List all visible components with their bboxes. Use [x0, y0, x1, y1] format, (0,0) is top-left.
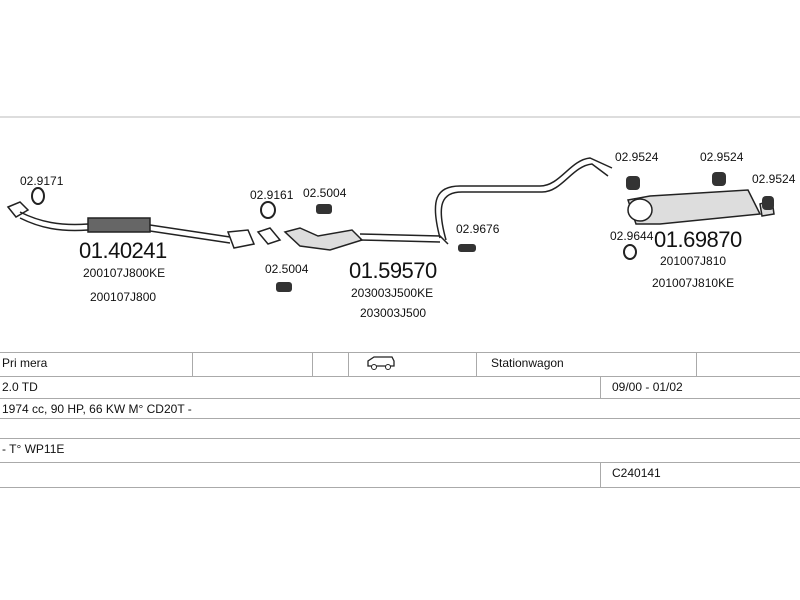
gasket-02-9161 [260, 201, 276, 219]
catalog-number: C240141 [612, 466, 661, 480]
part-code: 200107J800 [90, 290, 157, 304]
middle-silencer [283, 227, 364, 251]
part-number: 01.69870 [654, 227, 742, 252]
front-pipe [6, 201, 256, 249]
mount-02-5004-lower [276, 282, 292, 292]
mount-02-9524-c [762, 196, 774, 210]
ref-label: 02.9524 [615, 150, 659, 164]
part-number: 01.59570 [349, 258, 437, 283]
mount-02-9524-b [712, 172, 726, 186]
middle-section [256, 227, 449, 251]
gasket-02-9171 [31, 187, 45, 205]
engine: 2.0 TD [2, 380, 38, 394]
transmission: - T° WP11E [2, 442, 65, 456]
ref-label: 02.9161 [250, 188, 294, 202]
part-code: 203003J500 [360, 306, 427, 320]
table-row [0, 418, 800, 439]
mount-02-5004-upper [316, 204, 332, 214]
mid-pipe-2 [359, 239, 441, 243]
gasket-02-9644 [623, 244, 637, 260]
front-rear-flange [226, 229, 256, 249]
ref-label: 02.5004 [303, 186, 347, 200]
table-row: - T° WP11E [0, 438, 800, 463]
rear-pipe-2 [440, 163, 609, 241]
model-name: Pri mera [2, 356, 48, 370]
table-row: 1974 cc, 90 HP, 66 KW M° CD20T - [0, 398, 800, 419]
part-code: 200107J800KE [83, 266, 166, 280]
ref-label: 02.9171 [20, 174, 64, 188]
table-row: Pri mera Stationwagon [0, 352, 800, 377]
part-number: 01.40241 [79, 238, 167, 263]
mid-flange [256, 227, 282, 245]
ref-label: 02.5004 [265, 262, 309, 276]
mount-02-9676 [458, 244, 476, 252]
exhaust-system-diagram: 02.9171 02.9161 02.5004 02.5004 02.9676 … [0, 116, 800, 320]
engine-specs: 1974 cc, 90 HP, 66 KW M° CD20T - [2, 402, 192, 416]
part-code: 203003J500KE [351, 286, 434, 300]
rear-pipe [434, 157, 613, 239]
ref-label: 02.9524 [752, 172, 796, 186]
exhaust-drawing [0, 116, 800, 292]
ref-label: 02.9524 [700, 150, 744, 164]
table-row: C240141 [0, 462, 800, 488]
part-code: 201007J810 [660, 254, 727, 268]
station-wagon-car-icon [366, 355, 396, 374]
front-flange [6, 201, 30, 218]
flex-bellows [87, 217, 151, 233]
ref-label: 02.9676 [456, 222, 500, 236]
ref-label: 02.9644 [610, 229, 654, 243]
rear-silencer [627, 189, 775, 225]
mount-02-9524-a [626, 176, 640, 190]
table-row: 2.0 TD 09/00 - 01/02 [0, 376, 800, 399]
part-code: 201007J810KE [652, 276, 735, 290]
production-period: 09/00 - 01/02 [612, 380, 683, 394]
body-type: Stationwagon [491, 356, 564, 370]
